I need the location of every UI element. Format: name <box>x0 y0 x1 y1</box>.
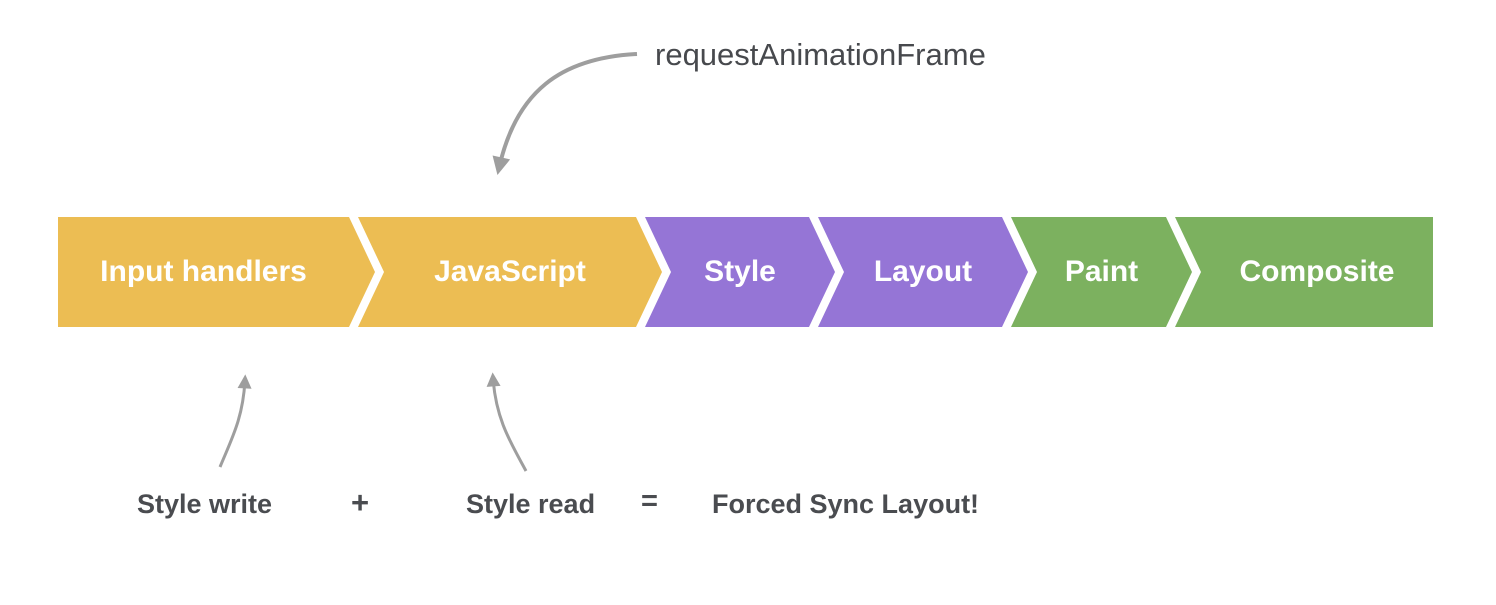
pipeline-bar: Input handlers JavaScript Style Layout P… <box>58 217 1433 327</box>
segment-javascript: JavaScript <box>358 217 662 327</box>
segment-input-handlers: Input handlers <box>58 217 375 327</box>
request-animation-frame-label: requestAnimationFrame <box>655 37 986 72</box>
segment-paint: Paint <box>1011 217 1192 327</box>
style-read-arrow <box>486 372 528 472</box>
segment-label: Style <box>704 255 776 288</box>
segment-label: Layout <box>873 255 973 288</box>
segment-composite: Composite <box>1175 217 1433 327</box>
style-read-label: Style read <box>466 489 596 519</box>
raf-arrow <box>492 52 638 176</box>
segment-layout: Layout <box>818 217 1028 327</box>
forced-sync-layout-label: Forced Sync Layout! <box>712 489 980 519</box>
segment-style: Style <box>645 217 835 327</box>
segment-label: Input handlers <box>100 255 307 288</box>
plus-sign: + <box>351 485 370 520</box>
style-write-label: Style write <box>137 489 273 519</box>
segment-label: Paint <box>1064 255 1139 288</box>
style-write-arrow <box>218 374 252 468</box>
segment-label: Composite <box>1239 255 1395 288</box>
segment-label: JavaScript <box>434 255 586 288</box>
equals-sign: = <box>641 485 658 517</box>
